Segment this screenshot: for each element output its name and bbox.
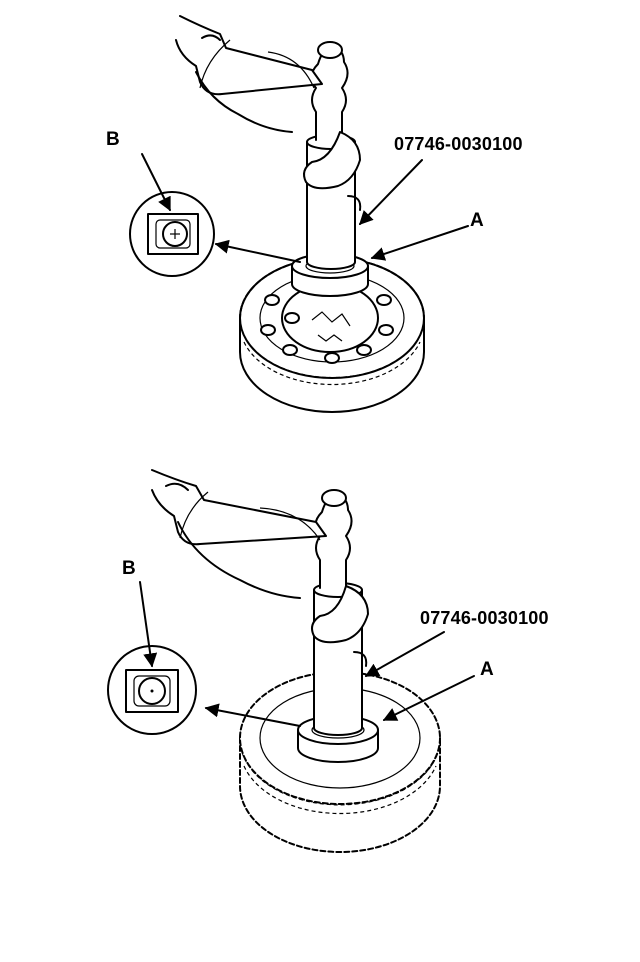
bottom-leader-tool — [364, 631, 445, 677]
top-detail-b — [129, 191, 215, 277]
top-detail-arrow — [214, 239, 301, 263]
bottom-figure — [107, 469, 475, 853]
top-leader-a — [370, 225, 469, 261]
bottom-gear-body — [239, 671, 441, 853]
bottom-detail-b — [107, 645, 197, 735]
top-figure — [129, 15, 469, 413]
top-label-b: B — [106, 129, 120, 150]
bottom-detail-arrow — [204, 703, 301, 727]
top-leader-b — [141, 153, 171, 212]
bottom-label-b: B — [122, 558, 136, 579]
bottom-leader-a — [382, 675, 475, 721]
bottom-leader-b — [139, 581, 158, 668]
top-bolt-heads — [260, 294, 394, 364]
top-carrier — [281, 283, 379, 353]
bottom-label-a: A — [480, 659, 494, 680]
bottom-hand-hammer — [151, 469, 369, 667]
top-hand-hammer — [175, 15, 362, 211]
top-label-a: A — [470, 210, 484, 231]
top-label-tool: 07746-0030100 — [394, 134, 523, 154]
top-leader-tool — [359, 159, 423, 226]
bottom-label-tool: 07746-0030100 — [420, 608, 549, 628]
